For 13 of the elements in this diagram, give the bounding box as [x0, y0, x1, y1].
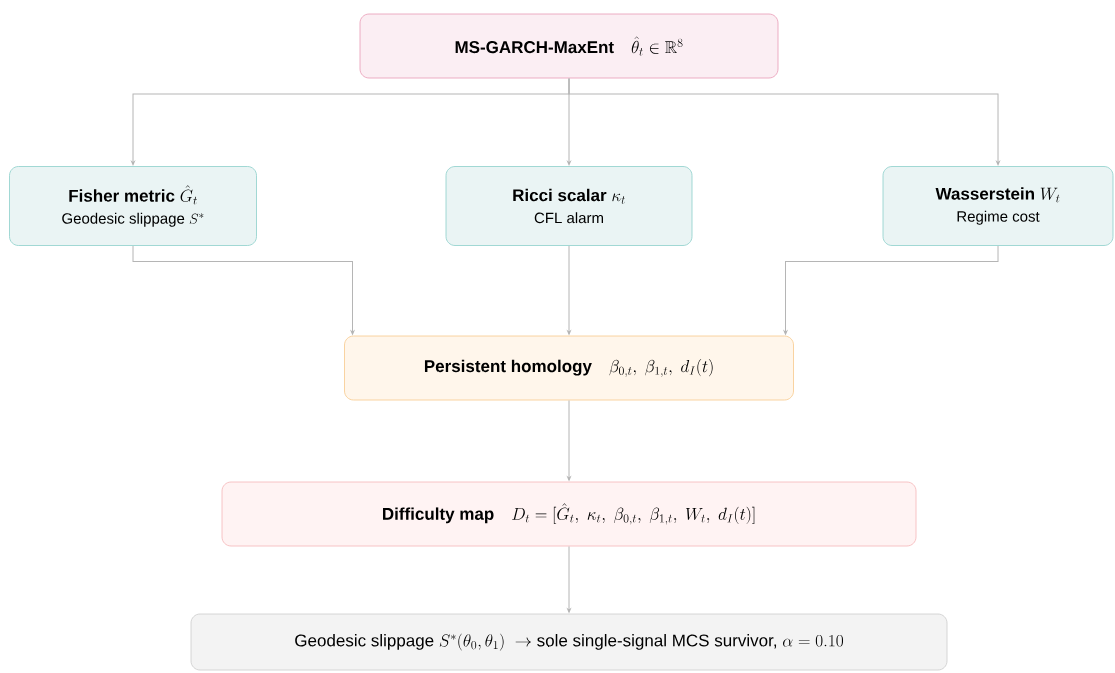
result-box: Geodesic slippage $S^*(\theta_0,\theta_1)\ \rightarrow$ sole single-signal MCS survivor, $\alpha = 0.10$ [190, 613, 948, 671]
metric-box: Fisher metric $\hat{G}_t$ Geodesic slippage $S^*$ [9, 166, 257, 246]
metric-box: Ricci scalar $\kappa_t$ CFL alarm [445, 166, 693, 246]
arrow [783, 245, 999, 335]
arrow [132, 245, 355, 335]
arrow [568, 77, 1000, 166]
model-box: MS-GARCH-MaxEnt $\hat{\theta}_t \in \mathbb{R}^8$ [359, 13, 779, 79]
process-box: Persistent homology $\beta_{0,t},\ \beta_{1,t},\ d_I(t)$ [344, 335, 794, 401]
metric-box: Wasserstein $W_t$ Regime cost [882, 166, 1114, 246]
process-box: Difficulty map $D_t = [\hat{G}_t,\ \kappa_t,\ \beta_{0,t},\ \beta_{1,t},\ W_t,\ d_I(t)]$ [221, 481, 917, 547]
arrow [567, 245, 571, 335]
arrow [567, 399, 571, 481]
arrow [567, 545, 571, 613]
